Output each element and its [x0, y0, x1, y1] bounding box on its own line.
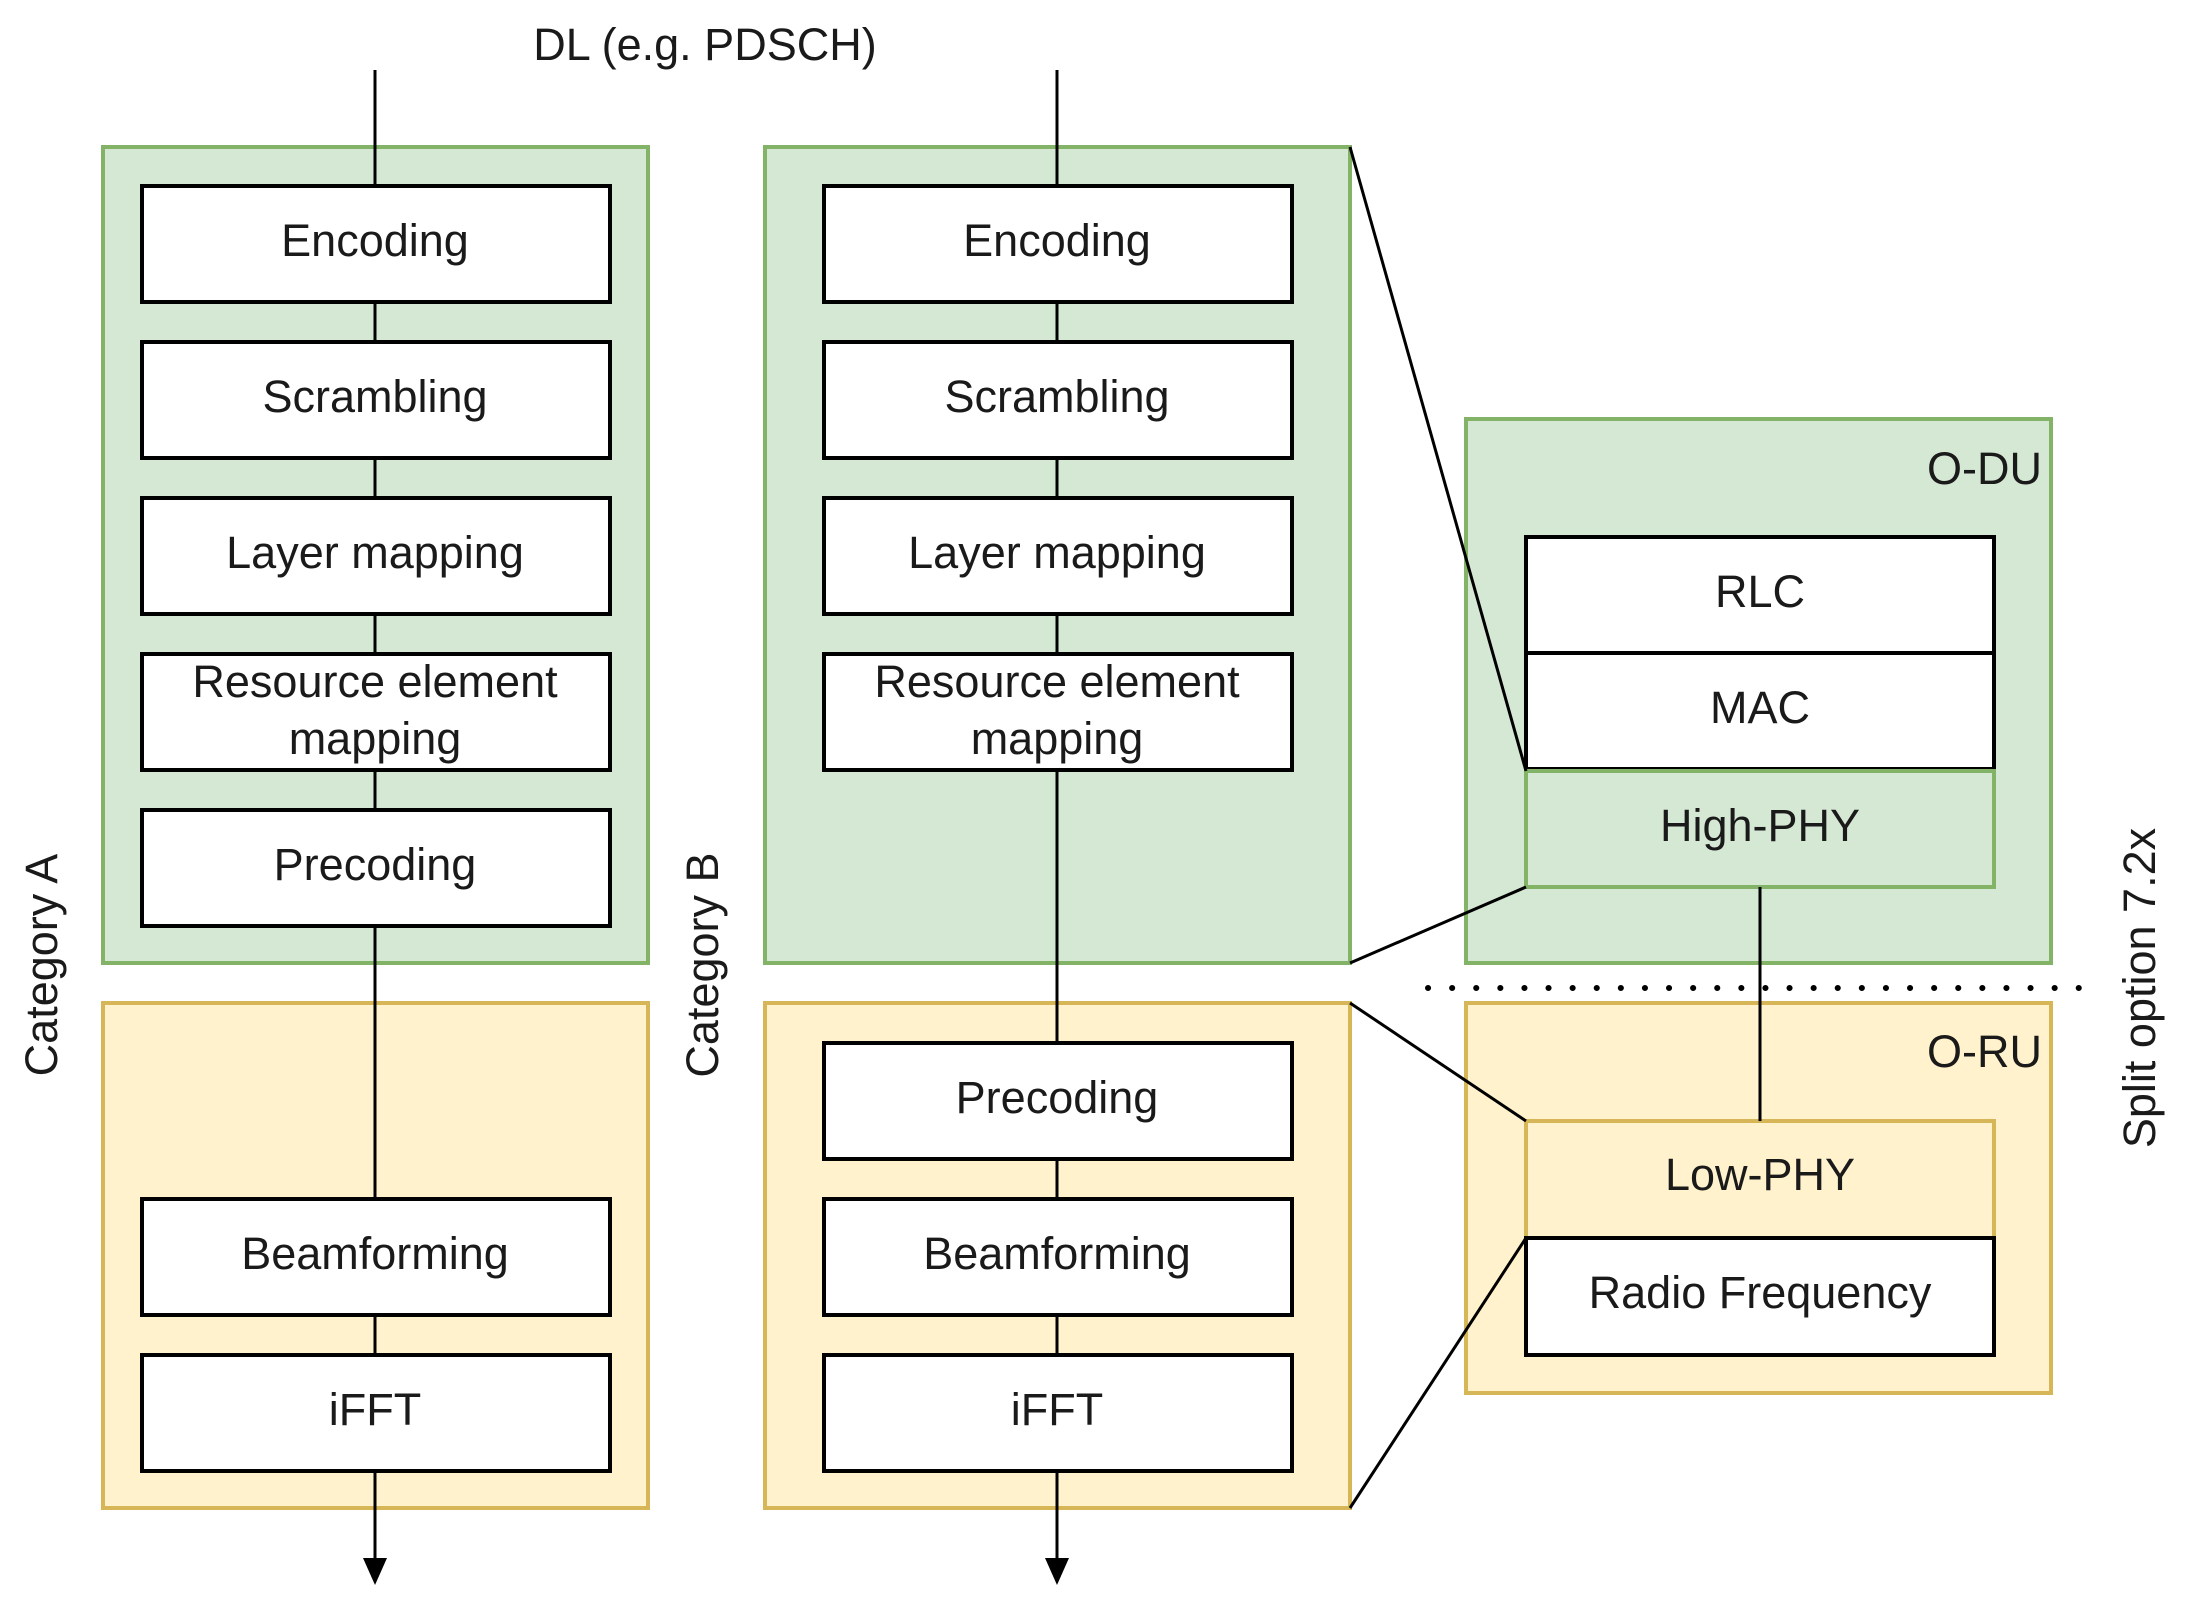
split-option-label: Split option 7.2x	[2114, 827, 2165, 1148]
category-b-beamforming-block: Beamforming	[822, 1197, 1294, 1317]
category-a-beamforming-block: Beamforming	[140, 1197, 612, 1317]
category-b-ifft-block: iFFT	[822, 1353, 1294, 1473]
category-b-encoding-block: Encoding	[822, 184, 1294, 304]
odu-rlc-block: RLC	[1524, 535, 1996, 655]
category-a-ifft-label: iFFT	[329, 1384, 421, 1435]
category-a-scrambling-label: Scrambling	[262, 371, 487, 422]
category-a-encoding-block: Encoding	[140, 184, 612, 304]
category-a-ifft-block: iFFT	[140, 1353, 612, 1473]
category-b-encoding-label: Encoding	[963, 215, 1151, 266]
oru-low-phy-label: Low-PHY	[1665, 1149, 1855, 1200]
diagram-title: DL (e.g. PDSCH)	[533, 19, 876, 70]
category-b-beamforming-label: Beamforming	[923, 1228, 1191, 1279]
oru-low-phy-block: Low-PHY	[1524, 1119, 1996, 1240]
category-b-precoding-label: Precoding	[956, 1072, 1159, 1123]
category-a-resource-element-mapping-block: Resource element mapping	[140, 652, 612, 772]
category-b-precoding-block: Precoding	[822, 1041, 1294, 1161]
category-b-output-arrow	[1045, 1558, 1069, 1585]
category-a-layer-mapping-label: Layer mapping	[226, 527, 524, 578]
zoom-line-odu-bottom	[1349, 885, 1527, 965]
odu-high-phy-block: High-PHY	[1524, 769, 1996, 889]
oru-radio-frequency-block: Radio Frequency	[1524, 1236, 1996, 1357]
category-a-scrambling-block: Scrambling	[140, 340, 612, 460]
odu-high-phy-label: High-PHY	[1660, 800, 1860, 851]
category-a-precoding-block: Precoding	[140, 808, 612, 928]
category-a-beamforming-label: Beamforming	[241, 1228, 509, 1279]
zoom-line-oru-top	[1349, 1001, 1527, 1123]
category-a-encoding-label: Encoding	[281, 215, 469, 266]
category-b-re-mapping-label-line-1: Resource element	[874, 656, 1240, 707]
category-b-re-mapping-label-line-2: mapping	[971, 713, 1144, 764]
category-b-resource-element-mapping-block: Resource element mapping	[822, 652, 1294, 772]
odu-mac-label: MAC	[1710, 682, 1810, 733]
category-a-re-mapping-label-line-2: mapping	[289, 713, 462, 764]
category-b-layer-mapping-block: Layer mapping	[822, 496, 1294, 616]
category-b-scrambling-block: Scrambling	[822, 340, 1294, 460]
category-a-label: Category A	[16, 854, 67, 1077]
odu-mac-block: MAC	[1524, 651, 1996, 771]
oru-label: O-RU	[1927, 1026, 2042, 1077]
category-b-layer-mapping-label: Layer mapping	[908, 527, 1206, 578]
category-b-ifft-label: iFFT	[1011, 1384, 1103, 1435]
category-a-re-mapping-label-line-1: Resource element	[192, 656, 558, 707]
oru-radio-frequency-label: Radio Frequency	[1589, 1267, 1932, 1318]
category-b-scrambling-label: Scrambling	[944, 371, 1169, 422]
zoom-line-odu-top	[1348, 146, 1528, 772]
category-a-layer-mapping-block: Layer mapping	[140, 496, 612, 616]
zoom-line-oru-bottom	[1348, 1237, 1528, 1509]
odu-label: O-DU	[1927, 443, 2042, 494]
category-a-precoding-label: Precoding	[274, 839, 477, 890]
odu-rlc-label: RLC	[1715, 566, 1805, 617]
category-a-output-arrow	[363, 1558, 387, 1585]
category-b-label: Category B	[677, 852, 728, 1077]
